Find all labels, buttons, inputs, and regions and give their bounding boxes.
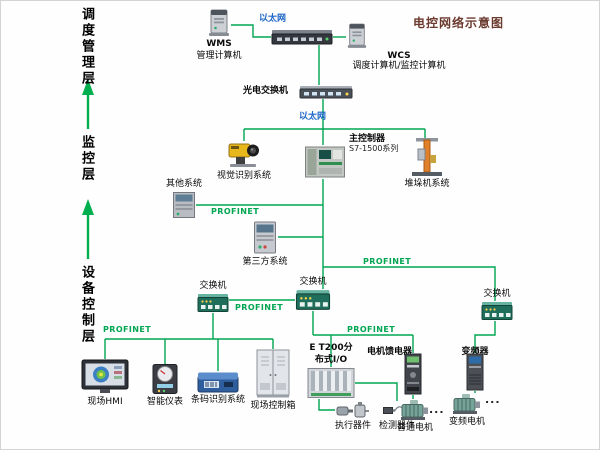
ellipsis-2: ... [485,393,501,406]
node-actuator: 执行器件 [331,401,375,431]
profinet-label-5: PROFINET [347,325,396,334]
vision-label: 视觉识别系统 [216,171,271,181]
layer-label-device: 设备控制层 [79,265,94,345]
profinet-label-3: PROFINET [235,303,284,312]
node-switch-left: 交换机 [195,281,231,313]
ethernet-switch-icon [271,29,333,45]
vfd-icon [465,353,485,391]
node-stacker: 堆垛机系统 [399,137,455,189]
camera-icon [228,143,259,167]
feeder-label: 电机馈电器 [367,347,413,357]
network-switch-icon [481,302,513,320]
node-motor: 普通电机 [393,399,437,433]
layer-label-management: 调度管理层 [79,7,94,87]
node-et200: E T200分 布式I/O [303,343,359,399]
node-vision: 视觉识别系统 [213,139,275,181]
third-party-label: 第三方系统 [242,257,288,267]
node-wms: WMS 管理计算机 [187,9,251,61]
plc-desc: S7-1500系列 [349,144,399,153]
network-switch-icon [197,294,229,312]
fiber-switch-icon [299,85,353,99]
node-switch-right: 交换机 [479,289,515,321]
plc-name: 主控制器 [349,134,386,144]
motor-icon [401,400,428,420]
network-switch-icon [295,290,331,310]
wcs-desc: 调度计算机/监控计算机 [352,61,446,71]
motor-label: 普通电机 [396,423,433,433]
wms-name: WMS [206,39,232,49]
hmi-label: 现场HMI [87,397,123,407]
node-hmi: 现场HMI [81,359,129,407]
control-cabinet-icon [256,349,290,398]
layer-arrow-up-2 [82,199,94,259]
layer-label-monitor: 监控层 [79,135,94,183]
barcode-label: 条码识别系统 [190,395,245,405]
node-switch-mid: 交换机 [295,277,331,311]
ethernet-label-top: 以太网 [259,14,287,24]
layer-arrow-up-1 [82,79,94,129]
computer-tower-icon [254,221,276,254]
plc-label: 主控制器 S7-1500系列 [349,134,439,154]
motor-icon [453,394,480,414]
control-box-label: 现场控制箱 [250,401,296,411]
wcs-name: WCS [387,51,411,61]
switch-right-label: 交换机 [483,289,511,299]
barcode-scanner-icon [197,372,239,393]
node-control-box: 现场控制箱 [250,349,296,411]
switch-left-label: 交换机 [199,281,227,291]
profinet-label-4: PROFINET [103,325,152,334]
wcs-label: WCS 调度计算机/监控计算机 [339,51,459,71]
profinet-label-1: PROFINET [211,207,260,216]
et200-label-line2: 布式I/O [314,355,348,365]
stacker-crane-icon [412,138,442,176]
feeder-module-icon [403,353,423,395]
actuator-label: 执行器件 [334,421,371,431]
node-other-system: 其他系统 [159,179,209,219]
other-system-label: 其他系统 [165,179,202,189]
page-title: 电控网络示意图 [413,16,505,30]
node-third-party: 第三方系统 [237,221,293,267]
meter-icon [152,364,178,394]
ellipsis-1: ... [429,403,445,416]
node-wcs [346,23,368,49]
wms-desc: 管理计算机 [196,51,242,61]
hmi-panel-icon [81,359,129,393]
node-barcode: 条码识别系统 [187,371,249,405]
plc-icon [305,145,345,179]
device-icon [173,192,195,218]
switch-mid-label: 交换机 [299,277,327,287]
stacker-label: 堆垛机系统 [404,179,450,189]
sensor-label: 检测器件 [378,421,415,431]
et200-label-line1: E T200分 [309,343,353,353]
meter-label: 智能仪表 [147,397,184,407]
node-meter: 智能仪表 [147,363,183,407]
io-rack-icon [307,368,355,398]
profinet-label-2: PROFINET [363,257,412,266]
actuator-icon [336,402,369,418]
server-icon [209,9,229,36]
node-vfd-motor: 变频电机 [445,393,489,427]
optical-switch-label: 光电交换机 [243,86,289,96]
vfd-motor-label: 变频电机 [448,417,485,427]
ethernet-label-mid: 以太网 [299,112,327,122]
inverter-label: 变频器 [461,347,489,357]
server-icon [347,23,367,48]
